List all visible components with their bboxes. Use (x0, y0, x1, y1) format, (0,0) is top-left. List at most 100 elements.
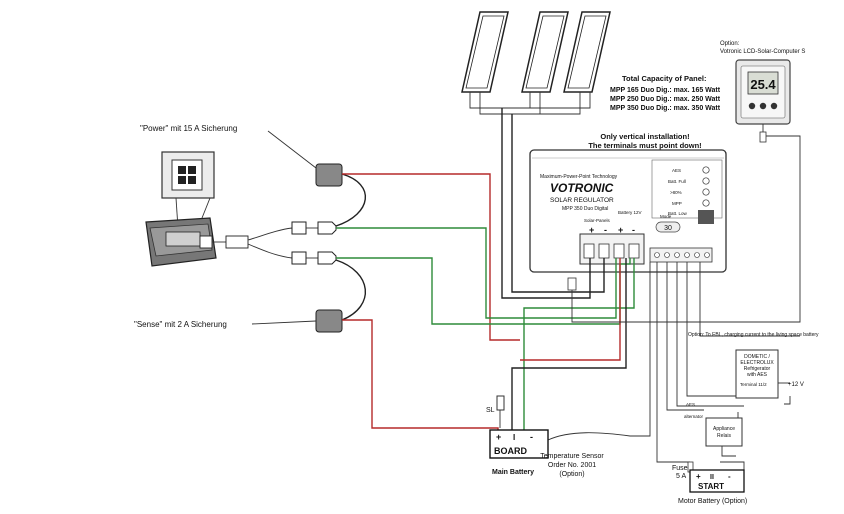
battery-label: Battery 12V (618, 210, 642, 215)
power-wire-red (342, 173, 520, 341)
alternator-label: alternator (684, 414, 704, 419)
battery-minus: - (530, 432, 533, 442)
terminal-plus: + (618, 225, 623, 235)
status-led (702, 199, 710, 207)
solar-panel (563, 11, 611, 93)
panel-capacity: Total Capacity of Panel: MPP 165 Duo Dig… (610, 74, 721, 112)
dip-switch (698, 210, 714, 224)
board-battery: + I - BOARD Main Battery (489, 429, 549, 476)
led-label: AES (672, 168, 681, 173)
regulator-brand: VOTRONIC (550, 181, 614, 195)
solar-panels (461, 11, 611, 115)
main-battery-caption: Main Battery (492, 469, 534, 476)
harness-connector (199, 235, 213, 249)
panel-capacity-line: MPP 165 Duo Dig.: max. 165 Watt (610, 87, 721, 94)
sl-fuse: SL (486, 395, 505, 414)
green-wire (336, 227, 617, 319)
fridge-line: DOMETIC / (744, 354, 770, 360)
led-label: MPP (672, 201, 682, 206)
connector-male (291, 221, 307, 235)
install-note: Only vertical installation! The terminal… (588, 132, 701, 150)
sense-callout: "Sense" mit 2 A Sicherung (134, 320, 227, 329)
start-battery: + II - START Motor Battery (Option) (678, 469, 747, 505)
lcd-plug (759, 131, 767, 143)
signal-terminals (649, 247, 713, 263)
lcd-button (759, 102, 767, 110)
fridge-line: Refrigerator (744, 366, 771, 372)
fridge-line: with AES (747, 372, 768, 378)
lcd-button (770, 102, 778, 110)
refrigerator-box (735, 349, 779, 399)
panel-capacity-line: MPP 350 Duo Dig.: max. 350 Watt (610, 105, 721, 112)
led-label: Batt. Low (668, 211, 688, 216)
regulator-header: Maximum-Power-Point Technology (540, 174, 618, 180)
option-name: Votronic LCD-Solar-Computer S (720, 49, 805, 55)
screw-terminal (598, 243, 610, 259)
fuse-5a-label: 5 A (676, 473, 686, 480)
sl-fuse-label: SL (486, 407, 495, 414)
option-ebl-text: Option: To EBL, charging current to the … (688, 332, 819, 338)
screw-terminal (613, 243, 625, 259)
fridge-line: ELECTROLUX (740, 360, 774, 366)
lcd-display-value: 25.4 (750, 77, 776, 92)
start-battery-plus: + (696, 472, 701, 481)
battery-mid: I (513, 433, 515, 442)
terminal-minus: - (632, 225, 635, 235)
screw-terminal (628, 243, 640, 259)
mode-selector (655, 221, 681, 233)
led-label: >80% (670, 190, 682, 195)
mode-value: 30 (664, 225, 672, 232)
appliance-relais: Appliance Relais (705, 417, 743, 447)
board-label: BOARD (494, 446, 527, 456)
plug-assembly (145, 151, 367, 333)
start-label: START (698, 482, 724, 491)
option-label: Option: (720, 41, 740, 47)
connector-female (317, 221, 337, 235)
terminal-minus: - (604, 225, 607, 235)
regulator-model: MPP 350 Duo Digital (562, 206, 608, 212)
status-led (702, 188, 710, 196)
regulator-title: SOLAR REGULATOR (550, 197, 614, 204)
fridge-voltage: +12 V (788, 382, 804, 388)
start-battery-minus: - (728, 472, 731, 481)
battery-plus: + (496, 432, 501, 442)
aes-label: AES (686, 402, 695, 407)
install-note-line: The terminals must point down! (588, 141, 701, 150)
sense-fuse-holder (315, 309, 343, 333)
fuse-5a-label: Fuse (672, 465, 688, 472)
mode-label: Mode (660, 214, 672, 219)
connector-male (291, 251, 307, 265)
sensor-jack (567, 277, 577, 291)
refrigerator: DOMETIC / ELECTROLUX Refrigerator with A… (735, 349, 804, 399)
terminal-plus: + (589, 225, 594, 235)
status-led (702, 177, 710, 185)
start-battery-mid: II (710, 474, 714, 481)
relais-line: Relais (717, 433, 731, 439)
green-wire-battery (523, 258, 635, 436)
install-note-line: Only vertical installation! (600, 132, 689, 141)
temp-sensor-line: Order No. 2001 (548, 462, 596, 469)
panel-capacity-title: Total Capacity of Panel: (622, 74, 706, 83)
solar-panel (461, 11, 509, 93)
motor-battery-caption: Motor Battery (Option) (678, 498, 747, 505)
solar-panels-label: Solar-Panels (584, 218, 611, 223)
lcd-solar-computer: Option: Votronic LCD-Solar-Computer S 25… (720, 41, 805, 143)
solar-regulator: Maximum-Power-Point Technology VOTRONIC … (529, 149, 727, 291)
relais-line: Appliance (713, 426, 735, 432)
power-callout: "Power" mit 15 A Sicherung (140, 124, 237, 133)
panel-capacity-line: MPP 250 Duo Dig.: max. 250 Watt (610, 96, 721, 103)
sense-wire-red (342, 319, 499, 436)
connector-female (317, 251, 337, 265)
temperature-sensor: Temperature Sensor Order No. 2001 (Optio… (540, 453, 604, 478)
temp-sensor-line: (Option) (559, 471, 584, 478)
harness-connector (225, 235, 249, 249)
power-fuse-holder (315, 163, 343, 187)
fridge-terminal: Terminal 11/2 (740, 382, 767, 387)
temp-sensor-line: Temperature Sensor (540, 453, 604, 460)
callouts: "Power" mit 15 A Sicherung "Sense" mit 2… (134, 124, 317, 329)
screw-terminal (583, 243, 595, 259)
led-label: Batt. Full (668, 179, 686, 184)
status-led (702, 166, 710, 174)
solar-panel (521, 11, 569, 93)
